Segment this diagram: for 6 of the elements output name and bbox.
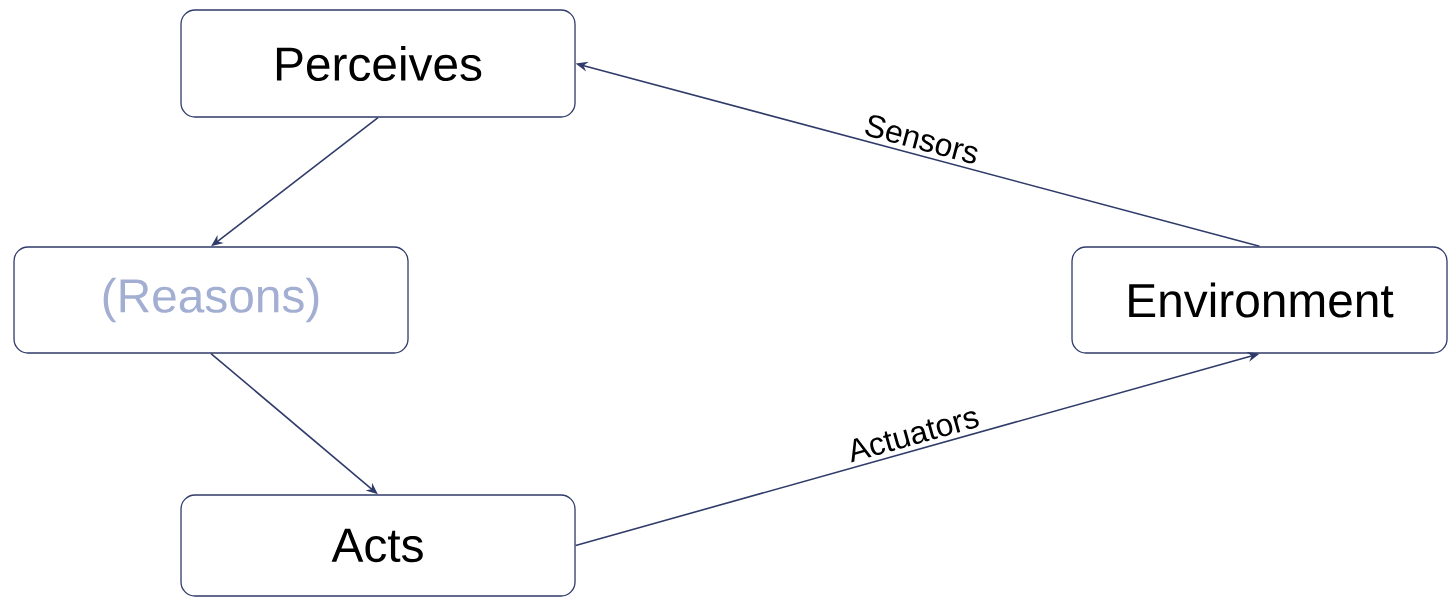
process-box: (Reasons) — [13, 246, 409, 354]
process-box: Environment — [1071, 246, 1448, 354]
edge-label: Sensors — [865, 115, 978, 164]
edge-label: Actuators — [851, 411, 979, 463]
process-box: Perceives — [180, 9, 576, 118]
process-box: Acts — [180, 494, 576, 597]
